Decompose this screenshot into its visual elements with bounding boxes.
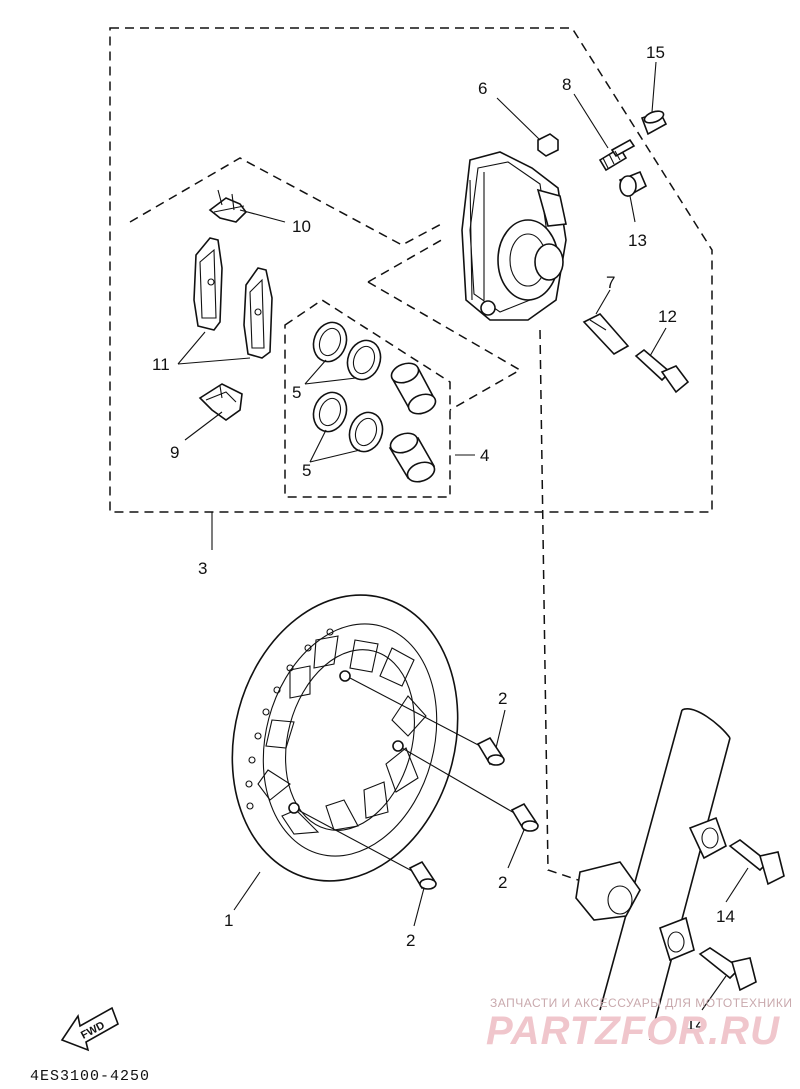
- piston-seal-4: [348, 411, 384, 453]
- brake-disc: [231, 594, 459, 882]
- piston-seal-1: [312, 321, 348, 363]
- pad-pin: [582, 313, 630, 356]
- caliper-bolt-upper: [634, 348, 690, 394]
- caliper-mount-leader: [539, 329, 579, 881]
- pad-group-leader-lower: [367, 237, 446, 283]
- callout-14-upper: 14: [716, 907, 735, 926]
- callout-2-lower: 2: [406, 931, 415, 950]
- forward-direction-arrow: FWD: [60, 1006, 119, 1052]
- callout-9: 9: [170, 443, 179, 462]
- pad-spring-upper: [208, 189, 248, 223]
- front-fork-leg: [575, 708, 731, 1041]
- pad-pin-plug: [618, 170, 648, 198]
- callout-2-middle: 2: [498, 873, 507, 892]
- disc-screw-2: [401, 747, 539, 832]
- caliper-assembly-boundary: [109, 27, 713, 513]
- callout-12: 12: [658, 307, 677, 326]
- callout-3: 3: [198, 559, 207, 578]
- callout-1: 1: [224, 911, 233, 930]
- watermark-brand: PARTZFOR.RU: [486, 1009, 780, 1053]
- callout-2-upper: 2: [498, 689, 507, 708]
- piston-seal-3: [312, 391, 348, 433]
- disc-screw-1: [349, 677, 505, 766]
- caliper-mount-bolt-1: [728, 839, 785, 886]
- callout-8: 8: [562, 75, 571, 94]
- seal-kit-leader: [367, 281, 522, 411]
- disc-screw-3: [297, 809, 437, 890]
- diagram-code: 4ES3100-4250: [30, 1068, 150, 1085]
- piston-upper: [390, 362, 437, 415]
- seal-kit-boundary: [284, 299, 451, 498]
- caliper-body: [461, 151, 567, 321]
- disc-drill-holes: [245, 628, 334, 810]
- callout-15: 15: [646, 43, 665, 62]
- callout-5-upper: 5: [292, 383, 301, 402]
- hex-nut: [537, 133, 559, 157]
- callout-4: 4: [480, 446, 489, 465]
- callout-14-lower: 14: [686, 1015, 705, 1034]
- bleed-screw-cap: [640, 110, 668, 136]
- callout-13: 13: [628, 231, 647, 250]
- watermark-tagline: ЗАПЧАСТИ И АКСЕССУАРЫ ДЛЯ МОТОТЕХНИКИ: [490, 996, 792, 1010]
- piston-seal-2: [346, 339, 382, 381]
- callout-10: 10: [292, 217, 311, 236]
- brake-pad-left: [193, 237, 223, 331]
- pad-group-leader: [129, 157, 446, 246]
- callout-6: 6: [478, 79, 487, 98]
- callout-leaders: [177, 61, 749, 1011]
- pad-support-lower: [198, 383, 243, 421]
- callout-7: 7: [606, 273, 615, 292]
- caliper-mount-bolt-2: [698, 947, 757, 992]
- piston-lower: [388, 432, 436, 483]
- callout-5-lower: 5: [302, 461, 311, 480]
- bleed-screw: [598, 138, 636, 172]
- brake-pad-right: [243, 267, 273, 359]
- disc-vent-slots: [257, 635, 427, 835]
- callout-11: 11: [152, 355, 170, 374]
